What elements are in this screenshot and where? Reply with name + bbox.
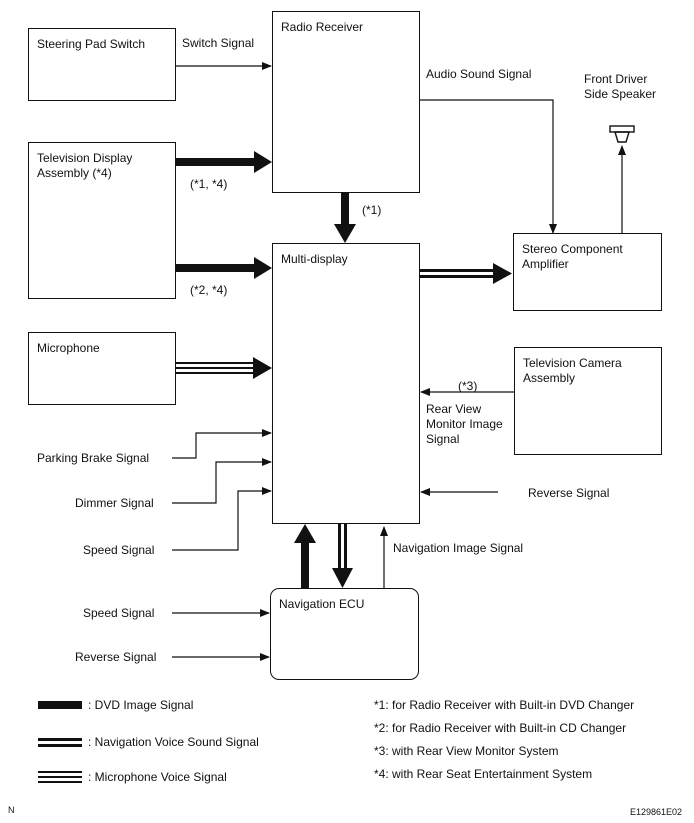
- television-display-label-2: Assembly (*4): [37, 166, 112, 180]
- footnote-3: *3: with Rear View Monitor System: [374, 744, 559, 758]
- footnote-4: *4: with Rear Seat Entertainment System: [374, 767, 593, 781]
- steering-pad-switch-label: Steering Pad Switch: [37, 37, 146, 51]
- switch-signal-label: Switch Signal: [182, 36, 255, 50]
- dimmer-wire: [172, 458, 272, 504]
- front-speaker-label-1: Front Driver: [584, 72, 648, 86]
- multi-display-label: Multi-display: [281, 252, 348, 266]
- rear-view-label-3: Signal: [426, 432, 460, 446]
- microphone-box: Microphone: [28, 332, 176, 405]
- navigation-ecu-label: Navigation ECU: [279, 597, 365, 611]
- note-2-4-label: (*2, *4): [190, 283, 228, 297]
- legend-nav-voice-symbol: [38, 738, 82, 747]
- stereo-amplifier-label-1: Stereo Component: [522, 242, 623, 256]
- note-3-label: (*3): [458, 379, 478, 393]
- dimmer-label: Dimmer Signal: [75, 496, 154, 510]
- footnote-1: *1: for Radio Receiver with Built-in DVD…: [374, 698, 635, 712]
- multi-display-box: Multi-display: [272, 243, 420, 524]
- legend-dvd-label: : DVD Image Signal: [88, 698, 194, 712]
- television-display-box: Television Display Assembly (*4): [28, 142, 176, 299]
- dvd-arrow-radio-to-multidisplay: [334, 193, 356, 243]
- television-camera-label-2: Assembly: [523, 371, 576, 385]
- television-display-label-1: Television Display: [37, 151, 133, 165]
- legend-mic-voice-label: : Microphone Voice Signal: [88, 770, 227, 784]
- note-1-4-label: (*1, *4): [190, 177, 228, 191]
- speed-wire-md: [172, 487, 272, 551]
- microphone-label: Microphone: [37, 341, 100, 355]
- speed-nav-label: Speed Signal: [83, 606, 155, 620]
- navigation-ecu-box: Navigation ECU: [270, 588, 419, 680]
- radio-receiver-label: Radio Receiver: [281, 20, 364, 34]
- dvd-arrow-tv-to-multidisplay: [176, 257, 272, 279]
- reverse-md-label: Reverse Signal: [528, 486, 610, 500]
- speaker-icon: [609, 125, 635, 143]
- reverse-nav-label: Reverse Signal: [75, 650, 157, 664]
- rear-view-label-2: Monitor Image: [426, 417, 503, 431]
- stereo-amplifier-box: Stereo Component Amplifier: [513, 233, 662, 311]
- front-speaker-label-2: Side Speaker: [584, 87, 657, 101]
- navigation-image-label: Navigation Image Signal: [393, 541, 524, 555]
- audio-sound-signal-label: Audio Sound Signal: [426, 67, 532, 81]
- note-1-label: (*1): [362, 203, 382, 217]
- parking-brake-wire: [172, 429, 272, 459]
- diagram-code: E129861E02: [630, 807, 683, 817]
- legend-mic-voice-symbol: [38, 771, 82, 783]
- television-camera-label-1: Television Camera: [523, 356, 622, 370]
- mic-voice-arrow: [176, 357, 272, 379]
- nav-voice-arrow-down: [332, 524, 353, 588]
- audio-sound-wire: [420, 99, 557, 234]
- nav-voice-arrow-to-amp: [420, 263, 512, 284]
- speed-md-label: Speed Signal: [83, 543, 155, 557]
- stereo-amplifier-label-2: Amplifier: [522, 257, 569, 271]
- dvd-arrow-tv-to-radio: [176, 151, 272, 173]
- radio-receiver-box: Radio Receiver: [272, 11, 420, 193]
- corner-mark: N: [8, 805, 15, 815]
- parking-brake-label: Parking Brake Signal: [37, 451, 150, 465]
- dvd-arrow-nav-to-multidisplay: [294, 524, 316, 588]
- steering-pad-switch-box: Steering Pad Switch: [28, 28, 176, 101]
- footnote-2: *2: for Radio Receiver with Built-in CD …: [374, 721, 627, 735]
- legend-dvd-symbol: [38, 701, 82, 709]
- television-camera-box: Television Camera Assembly: [514, 347, 662, 455]
- rear-view-label-1: Rear View: [426, 402, 482, 416]
- legend-nav-voice-label: : Navigation Voice Sound Signal: [88, 735, 259, 749]
